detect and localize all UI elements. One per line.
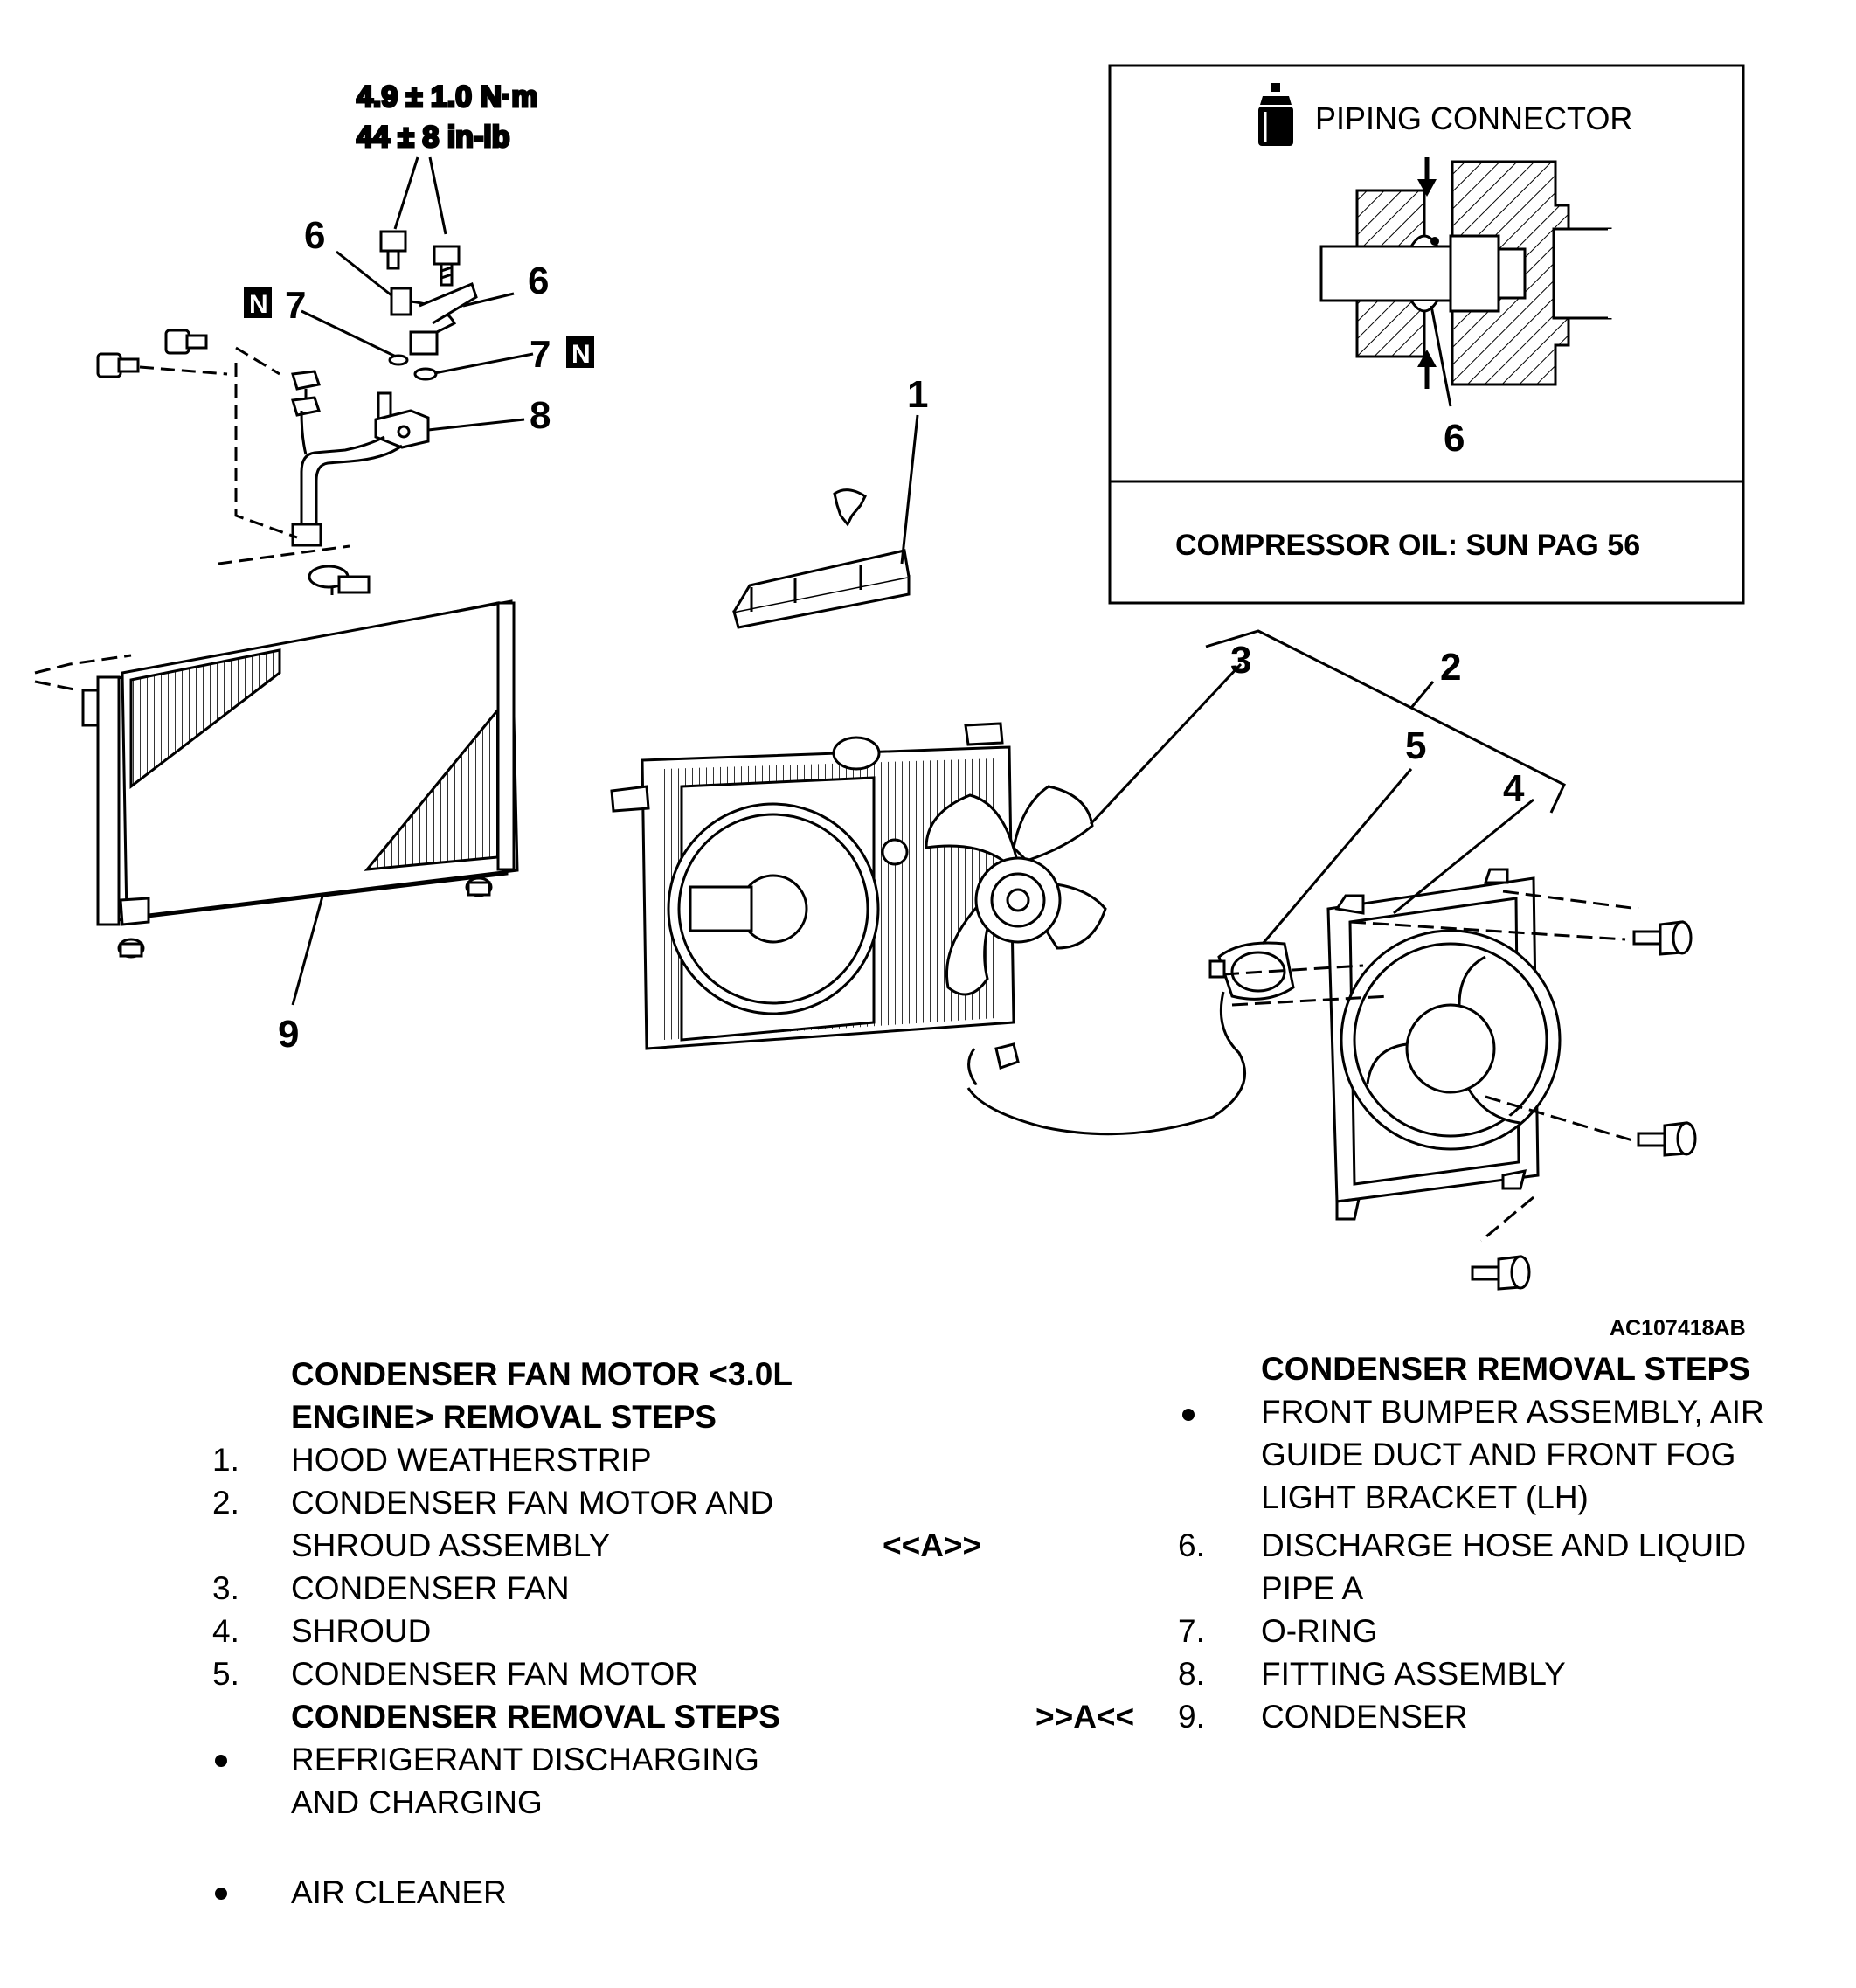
step-refrigerant-line2: AND CHARGING bbox=[291, 1784, 543, 1820]
torque-value-nm: 4.9 ± 1.0 N·m bbox=[357, 80, 538, 114]
callout-6: 6 bbox=[528, 260, 549, 302]
step-o-ring: O-RING bbox=[1261, 1613, 1378, 1649]
inset-title: PIPING CONNECTOR bbox=[1315, 100, 1632, 136]
step-number: 6. bbox=[1178, 1527, 1205, 1563]
compressor-oil-note: COMPRESSOR OIL: SUN PAG 56 bbox=[1175, 529, 1640, 562]
step-fitting-assembly: FITTING ASSEMBLY bbox=[1261, 1656, 1566, 1692]
piping-assembly: 4.9 ± 1.0 N·m 44 ± 8 in-lb bbox=[96, 80, 539, 596]
n-badge-text: N bbox=[571, 340, 591, 369]
condenser-fan-motor bbox=[966, 768, 1413, 1136]
step-number: 7. bbox=[1178, 1613, 1205, 1649]
step-front-bumper-line1: FRONT BUMPER ASSEMBLY, AIR bbox=[1261, 1394, 1764, 1430]
inset-callout-6: 6 bbox=[1444, 417, 1465, 460]
step-fan-motor-shroud-line2: SHROUD ASSEMBLY bbox=[291, 1527, 611, 1563]
procedure-marker: <<A>> bbox=[883, 1527, 982, 1563]
condenser-fan bbox=[925, 662, 1243, 996]
step-discharge-hose-line1: DISCHARGE HOSE AND LIQUID bbox=[1261, 1527, 1747, 1563]
callout-1: 1 bbox=[907, 373, 928, 416]
step-refrigerant-line1: REFRIGERANT DISCHARGING bbox=[291, 1742, 759, 1777]
piping-connector-inset: PIPING CONNECTOR 6 COMPRESSOR OIL: SUN P… bbox=[1108, 64, 1745, 605]
bolt-icon bbox=[433, 245, 461, 287]
condenser bbox=[34, 599, 519, 1006]
radiator-assembly bbox=[610, 722, 1015, 1050]
arrow-icon bbox=[1417, 157, 1437, 197]
torque-value-inlb: 44 ± 8 in-lb bbox=[357, 121, 509, 154]
procedure-marker: >>A<< bbox=[1035, 1699, 1135, 1735]
callout-8: 8 bbox=[530, 394, 551, 437]
step-condenser-fan: CONDENSER FAN bbox=[291, 1570, 570, 1606]
right-condenser-heading: CONDENSER REMOVAL STEPS bbox=[1261, 1351, 1750, 1387]
callout-9: 9 bbox=[278, 1013, 299, 1056]
step-front-bumper-line3: LIGHT BRACKET (LH) bbox=[1261, 1479, 1589, 1515]
step-hood-weatherstrip: HOOD WEATHERSTRIP bbox=[291, 1442, 652, 1478]
callout-2: 2 bbox=[1440, 646, 1461, 689]
callout-4: 4 bbox=[1503, 767, 1525, 810]
arrow-icon bbox=[1417, 350, 1437, 389]
oil-can-icon bbox=[1258, 83, 1293, 146]
bolt-icon bbox=[1471, 1255, 1531, 1291]
bolt-icon bbox=[164, 329, 208, 355]
fan-motor-heading-line1: CONDENSER FAN MOTOR <3.0L bbox=[291, 1356, 793, 1392]
callout-3: 3 bbox=[1230, 639, 1251, 682]
bullet-icon bbox=[215, 1888, 227, 1900]
condenser-heading: CONDENSER REMOVAL STEPS bbox=[291, 1699, 780, 1735]
n-badge-icon: N bbox=[244, 287, 272, 319]
step-number: 2. bbox=[212, 1485, 239, 1520]
n-badge-icon: N bbox=[566, 336, 594, 369]
callout-6: 6 bbox=[304, 214, 325, 257]
step-condenser-fan-motor: CONDENSER FAN MOTOR bbox=[291, 1656, 698, 1692]
right-removal-steps: CONDENSER REMOVAL STEPS FRONT BUMPER ASS… bbox=[1022, 1347, 1856, 1735]
step-shroud: SHROUD bbox=[291, 1613, 432, 1649]
callout-5: 5 bbox=[1405, 724, 1426, 767]
step-number: 9. bbox=[1178, 1699, 1205, 1735]
hood-weatherstrip bbox=[732, 414, 919, 629]
step-number: 4. bbox=[212, 1613, 239, 1649]
step-number: 8. bbox=[1178, 1656, 1205, 1692]
bolt-icon bbox=[379, 230, 407, 270]
bolt-icon bbox=[1637, 1121, 1697, 1157]
bolt-icon bbox=[1632, 920, 1693, 956]
step-number: 5. bbox=[212, 1656, 239, 1692]
callout-7: 7 bbox=[285, 284, 306, 327]
bullet-icon bbox=[1182, 1409, 1195, 1421]
step-front-bumper-line2: GUIDE DUCT AND FRONT FOG bbox=[1261, 1437, 1736, 1472]
group-bracket-2 bbox=[1205, 629, 1566, 814]
step-condenser: CONDENSER bbox=[1261, 1699, 1468, 1735]
step-fan-motor-shroud-line1: CONDENSER FAN MOTOR AND bbox=[291, 1485, 774, 1520]
fan-motor-heading-line2: ENGINE> REMOVAL STEPS bbox=[291, 1399, 717, 1435]
figure-code: AC107418AB bbox=[1610, 1316, 1746, 1340]
bolt-icon bbox=[96, 352, 140, 378]
bullet-icon bbox=[215, 1755, 227, 1767]
n-badge-text: N bbox=[249, 290, 268, 319]
step-air-cleaner: AIR CLEANER bbox=[291, 1874, 507, 1910]
left-removal-steps: CONDENSER FAN MOTOR <3.0L ENGINE> REMOVA… bbox=[0, 1353, 981, 1982]
step-number: 3. bbox=[212, 1570, 239, 1606]
shroud bbox=[1222, 798, 1648, 1243]
pipe-connector bbox=[308, 565, 371, 594]
callout-7: 7 bbox=[530, 333, 551, 376]
step-discharge-hose-line2: PIPE A bbox=[1261, 1570, 1364, 1606]
exploded-view-diagram: 4.9 ± 1.0 N·m 44 ± 8 in-lb bbox=[34, 64, 1746, 1340]
step-number: 1. bbox=[212, 1442, 239, 1478]
